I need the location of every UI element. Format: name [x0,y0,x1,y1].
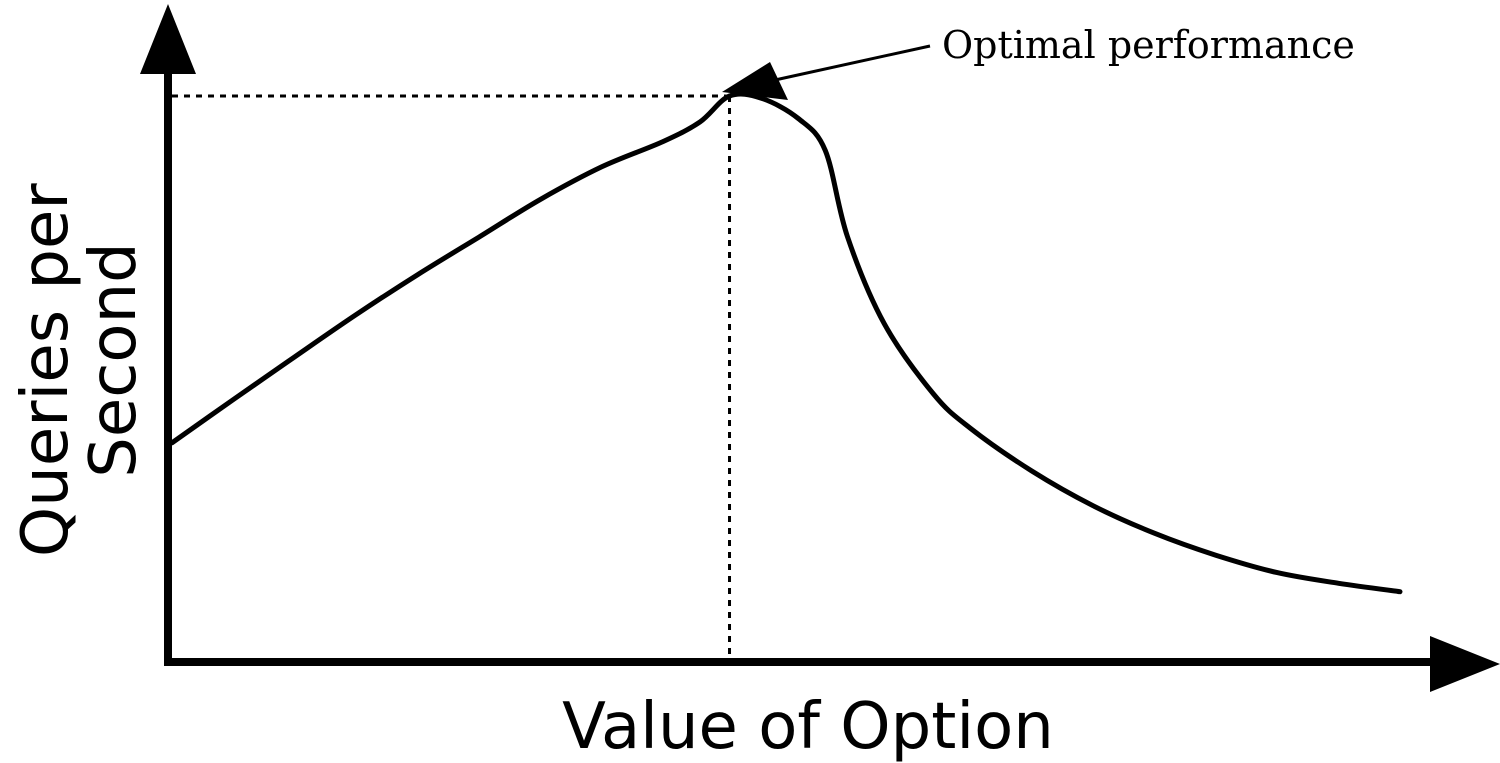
x-axis-arrow-icon [1430,636,1500,692]
optimal-annotation: Optimal performance [722,23,1355,100]
annotation-label: Optimal performance [942,23,1355,67]
x-axis-label: Value of Option [562,690,1054,763]
annotation-leader-line [774,44,931,82]
x-axis [164,636,1500,692]
y-axis-label-line-1: Queries per [9,183,83,557]
annotation-arrow-icon [722,62,788,100]
y-axis [140,4,196,666]
y-axis-arrow-icon [140,4,196,74]
y-axis-label-line-2: Second [77,242,151,478]
y-axis-label: Queries per Second [9,163,151,557]
series-line [169,91,1403,595]
